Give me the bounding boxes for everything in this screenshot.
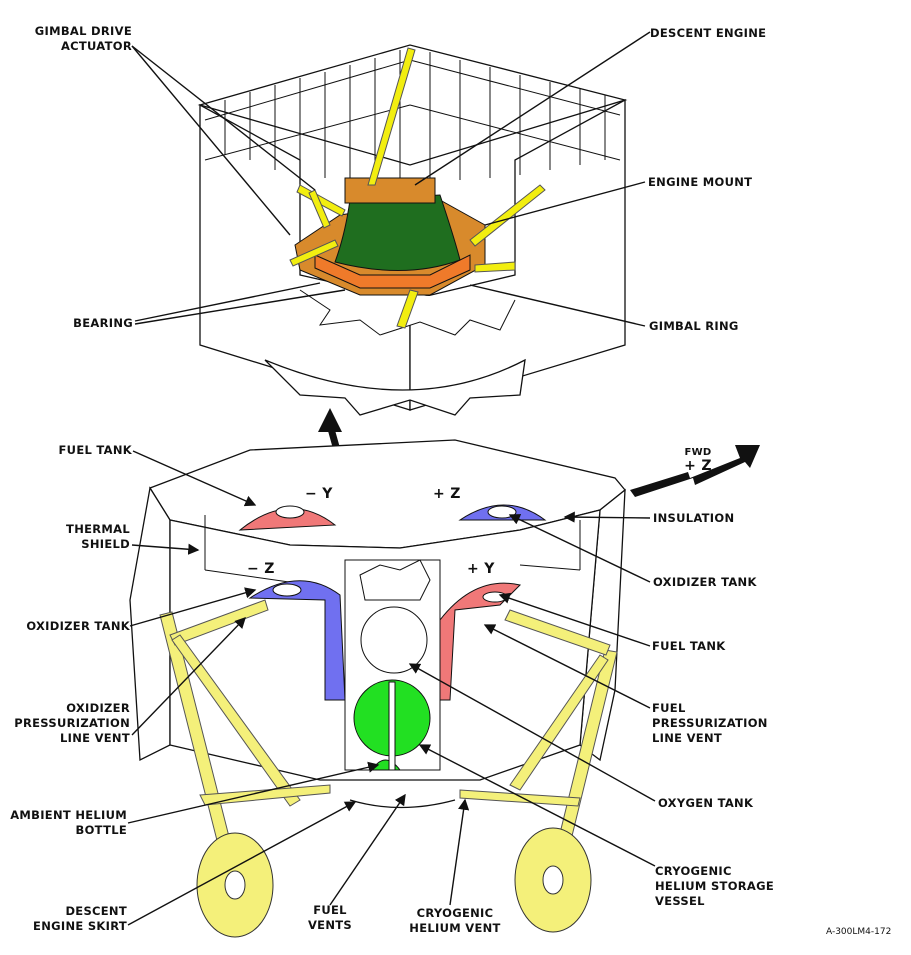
right-lower-strut	[509, 654, 609, 791]
figure-code: A-300LM4-172	[826, 927, 892, 937]
oxygen-tank	[360, 606, 428, 674]
label-engine-mount: ENGINE MOUNT	[648, 175, 753, 189]
left-side-strut	[199, 784, 331, 806]
label-oxidizer-pressurization-line-vent: OXIDIZER PRESSURIZATION LINE VENT	[14, 701, 130, 745]
label-descent-engine: DESCENT ENGINE	[650, 26, 767, 40]
label-gimbal-ring: GIMBAL RING	[649, 319, 739, 333]
left-lower-strut	[171, 634, 301, 807]
actuator-strut	[308, 189, 331, 229]
actuator-strut	[289, 239, 339, 267]
right-side-strut	[459, 789, 581, 807]
label-descent-engine-skirt: DESCENT ENGINE SKIRT	[33, 904, 127, 933]
center-bay	[344, 559, 441, 771]
label-oxygen-tank: OXYGEN TANK	[658, 796, 754, 810]
gimbal-ring	[314, 254, 471, 289]
label-fuel-tank-left: FUEL TANK	[58, 443, 132, 457]
fuel-tank-plus-y	[429, 582, 521, 701]
label-insulation: INSULATION	[653, 511, 735, 525]
label-cryogenic-helium-vent: CRYOGENIC HELIUM VENT	[409, 906, 501, 935]
fwd-label: FWD	[684, 447, 712, 458]
fwd-axis-label: + Z	[684, 458, 712, 474]
actuator-strut	[474, 261, 516, 273]
label-fuel-pressurization-line-vent: FUEL PRESSURIZATION LINE VENT	[652, 701, 768, 745]
upper-engine-compartment	[197, 44, 628, 416]
label-gimbal-drive-actuator: GIMBAL DRIVE ACTUATOR	[34, 24, 132, 53]
actuator-strut	[367, 47, 416, 186]
fwd-direction-arrow	[630, 445, 760, 497]
label-fuel-tank-right: FUEL TANK	[652, 639, 726, 653]
label-fuel-vents: FUEL VENTS	[307, 903, 352, 932]
transfer-arrowhead	[318, 408, 342, 432]
label-cryogenic-helium-storage-vessel: CRYOGENIC HELIUM STORAGE VESSEL	[655, 864, 775, 908]
descent-stage-left-face	[129, 486, 171, 762]
descent-engine-skirt	[349, 799, 456, 809]
quadrant-label-minus-y: − Y	[305, 486, 333, 502]
quadrant-label-minus-z: − Z	[247, 561, 275, 577]
engine-top-hardware	[344, 177, 436, 204]
label-bearing: BEARING	[73, 316, 133, 330]
leader-lines	[127, 31, 656, 926]
label-ambient-helium-bottle: AMBIENT HELIUM BOTTLE	[10, 808, 127, 837]
compartment-bottom-flange	[264, 358, 526, 416]
descent-engine-bell	[334, 194, 461, 271]
label-thermal-shield: THERMAL SHIELD	[66, 522, 130, 551]
actuator-strut	[469, 184, 546, 247]
quadrant-label-plus-y: + Y	[467, 561, 495, 577]
landing-gear	[159, 599, 618, 938]
label-oxidizer-tank-right: OXIDIZER TANK	[653, 575, 757, 589]
propellant-tanks	[238, 504, 547, 701]
quadrant-label-plus-z: + Z	[433, 486, 461, 502]
gimbal-actuators	[289, 47, 546, 329]
engine-mount-assembly	[294, 177, 486, 296]
oxidizer-tank-minus-z	[248, 580, 346, 701]
actuator-strut	[396, 289, 419, 329]
right-secondary-strut	[504, 609, 611, 656]
label-oxidizer-tank-left: OXIDIZER TANK	[26, 619, 130, 633]
